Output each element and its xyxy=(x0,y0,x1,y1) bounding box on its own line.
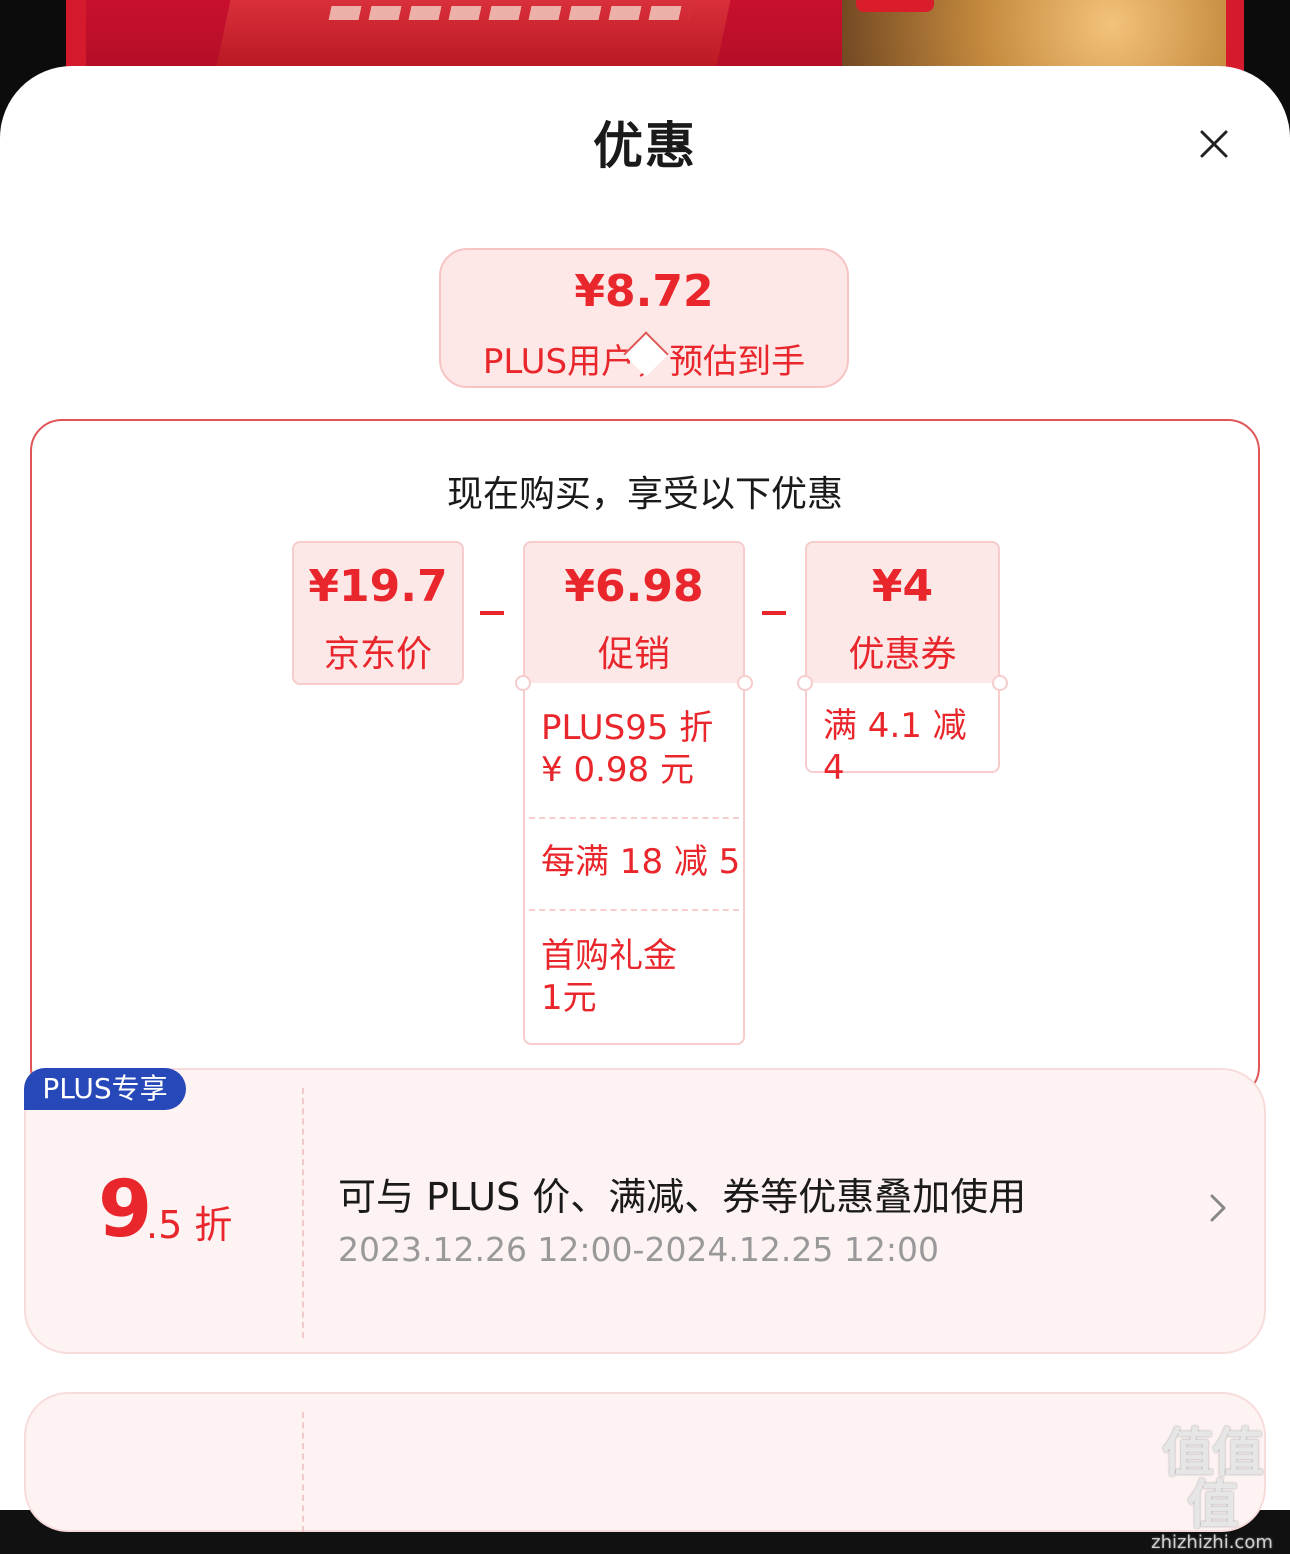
promotion-amount: ¥6.98 xyxy=(564,561,704,612)
close-icon xyxy=(1200,130,1228,158)
ticket-notch xyxy=(737,675,753,691)
promo-item-line: PLUS95 折 xyxy=(541,708,714,748)
product-tag xyxy=(856,0,934,12)
coupon-item: 满 4.1 减 4 xyxy=(823,705,998,789)
breakdown-title: 现在购买，享受以下优惠 xyxy=(446,474,843,515)
offer-description: 可与 PLUS 价、满减、券等优惠叠加使用 xyxy=(338,1175,1027,1219)
promotion-label: 促销 xyxy=(597,634,670,675)
minus-sign xyxy=(762,611,786,615)
promotion-card: ¥6.98 促销 xyxy=(523,541,745,685)
minus-sign xyxy=(480,611,504,615)
divider xyxy=(529,909,739,911)
estimated-price: ¥8.72 xyxy=(574,266,714,317)
close-button[interactable] xyxy=(1192,122,1236,166)
divider xyxy=(302,1088,304,1338)
promo-item-full-reduction: 每满 18 减 5 xyxy=(541,841,740,883)
promo-item-line: 每满 18 减 5 xyxy=(541,842,741,882)
watermark-url: zhizhizhi.com xyxy=(1151,1532,1273,1553)
jd-price-card: ¥19.7 京东价 xyxy=(292,541,464,685)
promo-item-plus95: PLUS95 折 ¥ 0.98 元 xyxy=(541,707,713,791)
next-offer-card[interactable] xyxy=(24,1392,1266,1532)
promo-item-line: 1元 xyxy=(541,978,597,1018)
watermark: 值值值 zhizhizhi.com xyxy=(1138,1428,1286,1553)
plus-offer-card[interactable]: 9 .5 折 可与 PLUS 价、满减、券等优惠叠加使用 2023.12.26 … xyxy=(24,1068,1266,1354)
chevron-right-icon[interactable] xyxy=(1206,1188,1230,1228)
discount-sheet: 优惠 ¥8.72 PLUS用户，预估到手 现在购买，享受以下优惠 ¥19.7 京… xyxy=(0,66,1290,1532)
coupon-label: 优惠券 xyxy=(848,634,957,675)
ticket-notch xyxy=(515,675,531,691)
coupon-card: ¥4 优惠券 xyxy=(805,541,1000,685)
discount-unit: .5 折 xyxy=(146,1203,233,1247)
jd-price-label: 京东价 xyxy=(323,634,432,675)
divider xyxy=(302,1412,304,1532)
ticket-notch xyxy=(797,675,813,691)
breakdown-box: 现在购买，享受以下优惠 ¥19.7 京东价 ¥6.98 促销 PLUS95 折 … xyxy=(30,419,1260,1099)
promo-item-first-purchase: 首购礼金 1元 xyxy=(541,935,677,1019)
plus-exclusive-badge: PLUS专享 xyxy=(24,1068,186,1110)
divider xyxy=(529,817,739,819)
promo-item-line: 首购礼金 xyxy=(541,936,677,976)
watermark-logo: 值值值 xyxy=(1161,1424,1264,1536)
sheet-title: 优惠 xyxy=(593,117,697,175)
coupon-item-line: 满 4.1 减 4 xyxy=(823,706,967,788)
promotion-list: PLUS95 折 ¥ 0.98 元 每满 18 减 5 首购礼金 1元 xyxy=(523,683,745,1045)
coupon-list: 满 4.1 减 4 xyxy=(805,683,1000,788)
ticket-notch xyxy=(992,675,1008,691)
jd-price-amount: ¥19.7 xyxy=(308,561,448,612)
product-box-decor xyxy=(328,6,692,20)
promo-item-line: ¥ 0.98 元 xyxy=(541,750,694,790)
discount-value: 9 xyxy=(98,1165,153,1255)
offer-validity: 2023.12.26 12:00-2024.12.25 12:00 xyxy=(338,1230,939,1269)
coupon-amount: ¥4 xyxy=(871,561,934,612)
